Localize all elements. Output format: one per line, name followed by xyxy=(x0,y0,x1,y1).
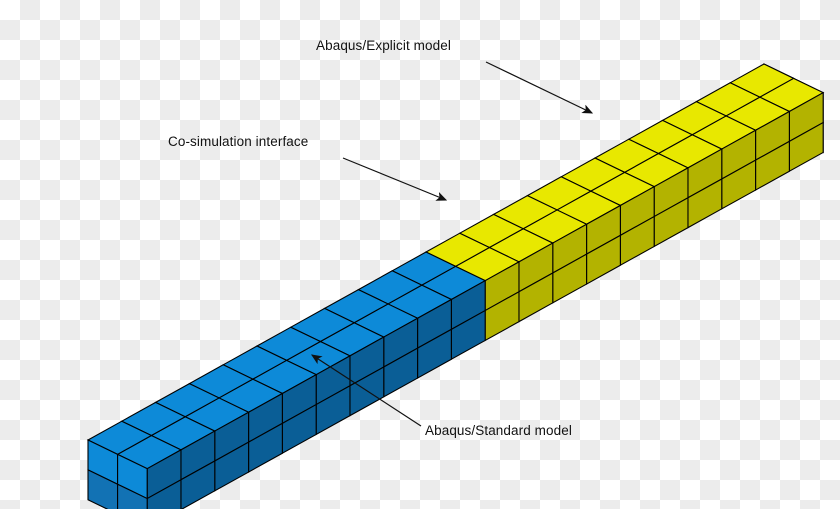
label-abaqus-explicit-model: Abaqus/Explicit model xyxy=(316,38,451,53)
annotation-arrow-standard xyxy=(310,354,422,427)
label-abaqus-standard-model: Abaqus/Standard model xyxy=(425,423,572,438)
label-co-simulation-interface: Co-simulation interface xyxy=(168,134,309,149)
annotation-arrows xyxy=(310,61,594,427)
cube-face xyxy=(87,469,119,509)
cube-lattice-beam xyxy=(86,63,825,509)
cube-face xyxy=(146,478,182,509)
annotation-arrow-cosim xyxy=(342,157,448,201)
annotation-arrow-explicit xyxy=(485,61,594,114)
cube-face xyxy=(117,483,148,509)
